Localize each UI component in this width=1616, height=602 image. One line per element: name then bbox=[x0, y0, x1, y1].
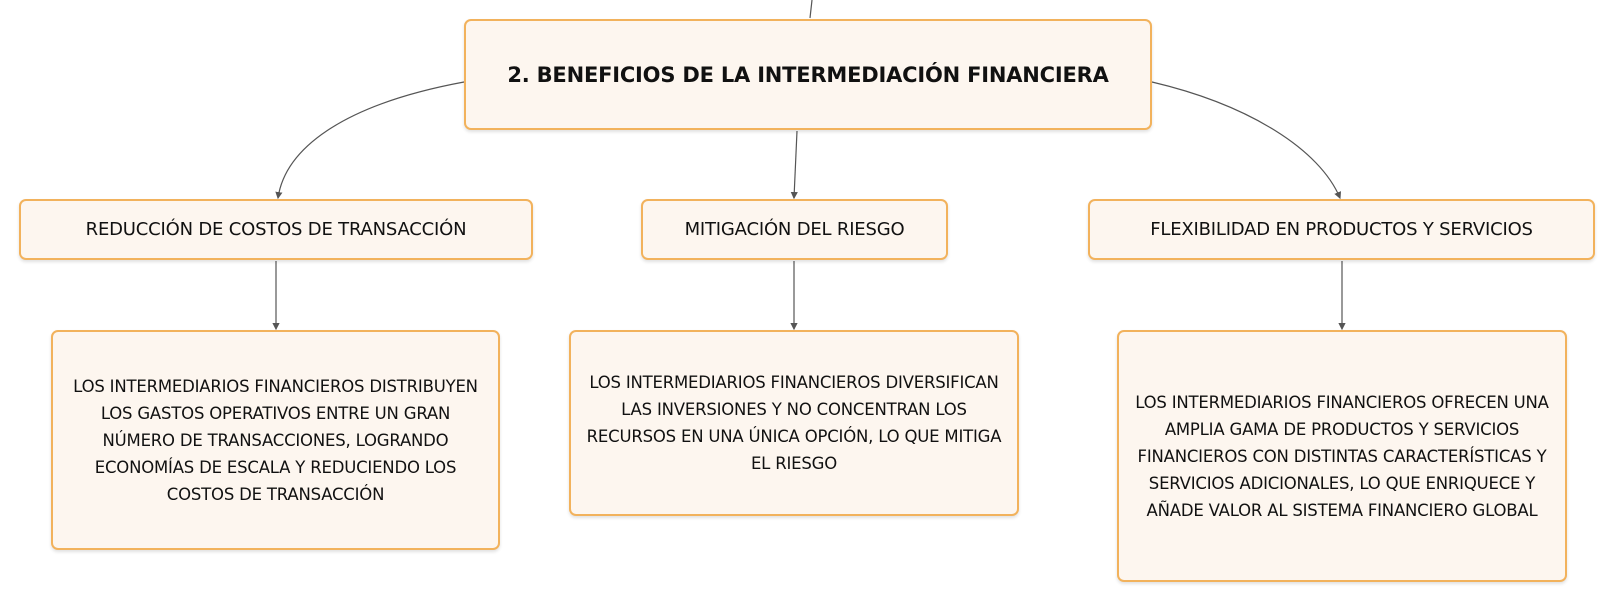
detail-text: LOS INTERMEDIARIOS FINANCIEROS DISTRIBUY… bbox=[73, 376, 478, 504]
detail-text: LOS INTERMEDIARIOS FINANCIEROS OFRECEN U… bbox=[1135, 392, 1549, 520]
topic-label: MITIGACIÓN DEL RIESGO bbox=[684, 219, 905, 240]
detail-text: LOS INTERMEDIARIOS FINANCIEROS DIVERSIFI… bbox=[586, 373, 1002, 473]
root-topic-title: 2. BENEFICIOS DE LA INTERMEDIACIÓN FINAN… bbox=[507, 62, 1109, 87]
connector-incoming bbox=[809, 0, 813, 19]
detail-mitigacion-riesgo[interactable]: LOS INTERMEDIARIOS FINANCIEROS DIVERSIFI… bbox=[569, 330, 1019, 516]
detail-flexibilidad[interactable]: LOS INTERMEDIARIOS FINANCIEROS OFRECEN U… bbox=[1117, 330, 1567, 582]
topic-mitigacion-riesgo[interactable]: MITIGACIÓN DEL RIESGO bbox=[641, 199, 948, 260]
root-topic[interactable]: 2. BENEFICIOS DE LA INTERMEDIACIÓN FINAN… bbox=[464, 19, 1152, 130]
topic-reduccion-costos[interactable]: REDUCCIÓN DE COSTOS DE TRANSACCIÓN bbox=[19, 199, 533, 260]
connector-root-to-riesgo bbox=[790, 130, 798, 200]
topic-label: REDUCCIÓN DE COSTOS DE TRANSACCIÓN bbox=[85, 219, 467, 240]
detail-reduccion-costos[interactable]: LOS INTERMEDIARIOS FINANCIEROS DISTRIBUY… bbox=[51, 330, 500, 550]
topic-label: FLEXIBILIDAD EN PRODUCTOS Y SERVICIOS bbox=[1150, 219, 1533, 240]
connector-root-to-costos bbox=[275, 81, 465, 200]
topic-flexibilidad[interactable]: FLEXIBILIDAD EN PRODUCTOS Y SERVICIOS bbox=[1088, 199, 1595, 260]
connector-root-to-flexibilidad bbox=[1151, 81, 1342, 200]
